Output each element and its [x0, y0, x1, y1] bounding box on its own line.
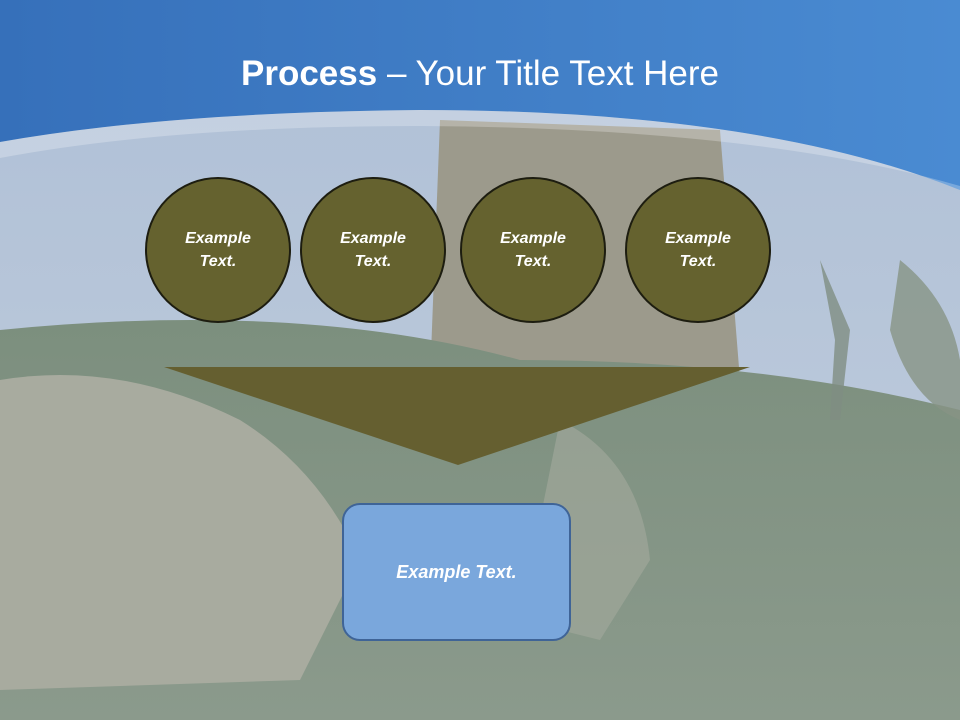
rock-face	[0, 375, 360, 690]
header-highlight	[0, 110, 960, 190]
process-circle-1[interactable]: Example Text.	[145, 177, 291, 323]
process-circle-3-label: Example Text.	[500, 230, 566, 270]
process-circle-1-label: Example Text.	[185, 230, 251, 270]
process-circle-2[interactable]: Example Text.	[300, 177, 446, 323]
title-rest: – Your Title Text Here	[377, 54, 719, 93]
tree-right	[890, 260, 960, 420]
title-bold: Process	[241, 54, 378, 93]
funnel-arrow[interactable]	[164, 367, 750, 467]
page-title: Process – Your Title Text Here	[0, 52, 960, 96]
process-circle-2-label: Example Text.	[340, 230, 406, 270]
tree	[820, 260, 850, 420]
process-circle-4[interactable]: Example Text.	[625, 177, 771, 323]
header-band	[0, 0, 960, 190]
result-box[interactable]: Example Text.	[342, 503, 571, 641]
process-circle-3[interactable]: Example Text.	[460, 177, 606, 323]
result-box-label: Example Text.	[396, 561, 517, 582]
process-circle-4-label: Example Text.	[665, 230, 731, 270]
